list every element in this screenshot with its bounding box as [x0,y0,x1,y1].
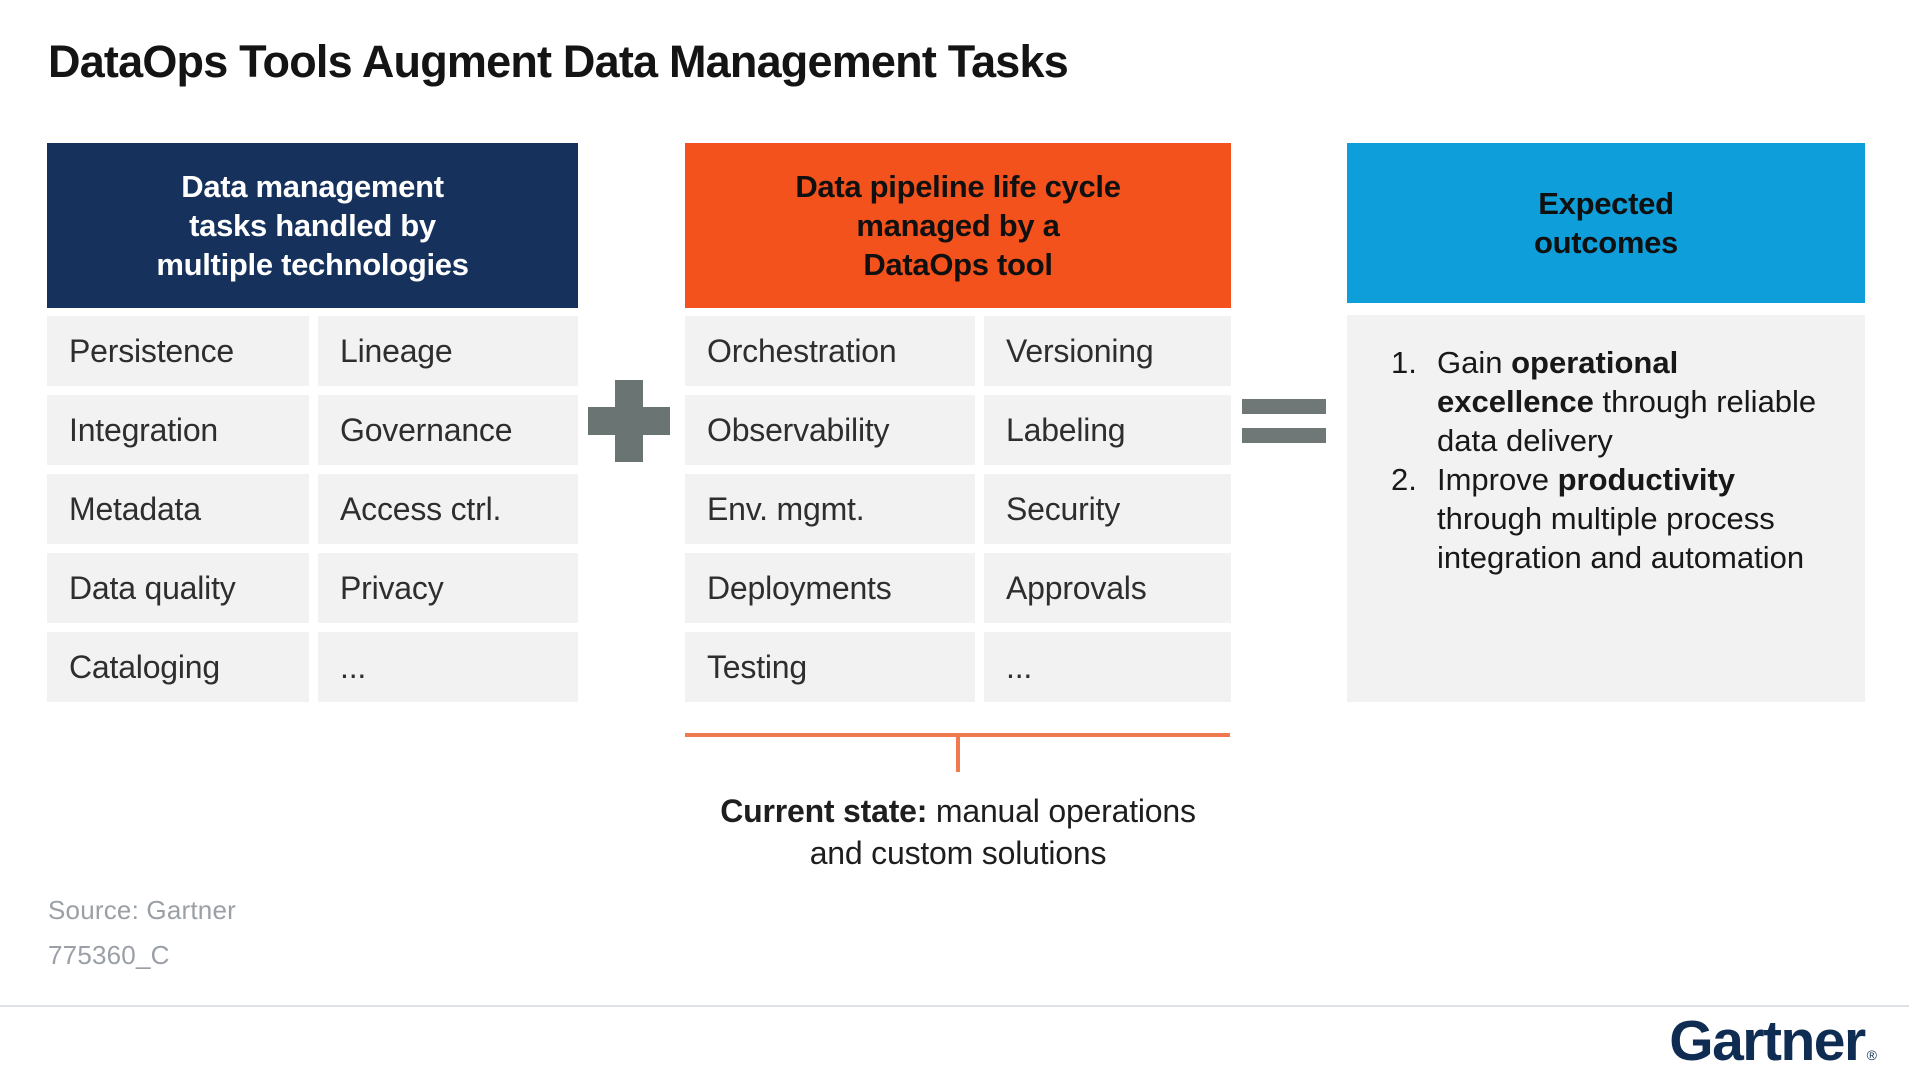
equals-bottom-bar [1242,428,1326,443]
task-cell: Lineage [318,316,578,386]
current-state-label: Current state: [720,793,928,829]
plus-icon [588,380,670,462]
task-cell: Env. mgmt. [685,474,975,544]
outcome-text-pre: Gain [1437,345,1512,380]
task-cell: Observability [685,395,975,465]
task-cell: Integration [47,395,309,465]
current-state-text: manual operations and custom solutions [809,793,1196,871]
task-cell: Labeling [984,395,1231,465]
outcome-text: Gain operational excellence through reli… [1437,343,1837,460]
outcome-item: 1. Gain operational excellence through r… [1391,343,1837,460]
task-cell: Persistence [47,316,309,386]
header-line: Data pipeline life cycle [795,169,1121,204]
gartner-wordmark: Gartner [1669,1009,1866,1073]
equals-icon [1242,399,1326,443]
task-cell: Deployments [685,553,975,623]
task-cell: Access ctrl. [318,474,578,544]
panel-data-management-header: Data management tasks handled by multipl… [47,143,578,308]
source-note: Source: Gartner [48,895,236,925]
header-line: multiple technologies [156,247,469,282]
task-cell: Metadata [47,474,309,544]
header-line: Data management [181,169,444,204]
gartner-logo: Gartner ® [1669,1008,1877,1074]
equals-top-bar [1242,399,1326,414]
task-cell: Cataloging [47,632,309,702]
panel-dataops-tool-header: Data pipeline life cycle managed by a Da… [685,143,1231,308]
dataops-task-table: Orchestration Versioning Observability L… [685,316,1231,702]
current-state-annotation: Current state: manual operations and cus… [693,790,1223,874]
task-cell: Versioning [984,316,1231,386]
page-title: DataOps Tools Augment Data Management Ta… [48,36,1069,87]
header-line: managed by a [856,208,1060,243]
data-management-task-table: Persistence Lineage Integration Governan… [47,316,578,702]
outcome-text-pre: Improve [1437,462,1558,497]
outcome-number: 2. [1391,462,1417,497]
task-cell: ... [984,632,1231,702]
task-cell: ... [318,632,578,702]
outcome-text-post: through multiple process integration and… [1437,501,1805,575]
outcome-item: 2. Improve productivity through multiple… [1391,460,1837,577]
header-line: Expected [1538,186,1674,221]
panel-expected-outcomes: Expected outcomes 1. Gain operational ex… [1347,143,1865,702]
outcome-text-bold: productivity [1557,462,1736,497]
task-cell: Security [984,474,1231,544]
header-line: tasks handled by [189,208,436,243]
outcome-text: Improve productivity through multiple pr… [1437,460,1837,577]
task-cell: Testing [685,632,975,702]
task-cell: Data quality [47,553,309,623]
header-line: outcomes [1533,225,1679,260]
plus-vertical-bar [615,380,643,462]
panel-expected-outcomes-header: Expected outcomes [1347,143,1865,303]
outcome-text-post: through reliable data delivery [1437,384,1817,458]
panel-data-management: Data management tasks handled by multipl… [47,143,578,702]
outcomes-list: 1. Gain operational excellence through r… [1347,315,1865,702]
outcome-text-bold: operational excellence [1437,345,1679,419]
document-id: 775360_C [48,940,170,970]
task-cell: Orchestration [685,316,975,386]
task-cell: Privacy [318,553,578,623]
panel-dataops-tool: Data pipeline life cycle managed by a Da… [685,143,1231,702]
registered-trademark-icon: ® [1866,1047,1877,1063]
task-cell: Governance [318,395,578,465]
task-cell: Approvals [984,553,1231,623]
footer-divider [0,1005,1909,1007]
current-state-bracket-tick [956,733,960,772]
header-line: DataOps tool [863,247,1053,282]
outcome-number: 1. [1391,345,1417,380]
